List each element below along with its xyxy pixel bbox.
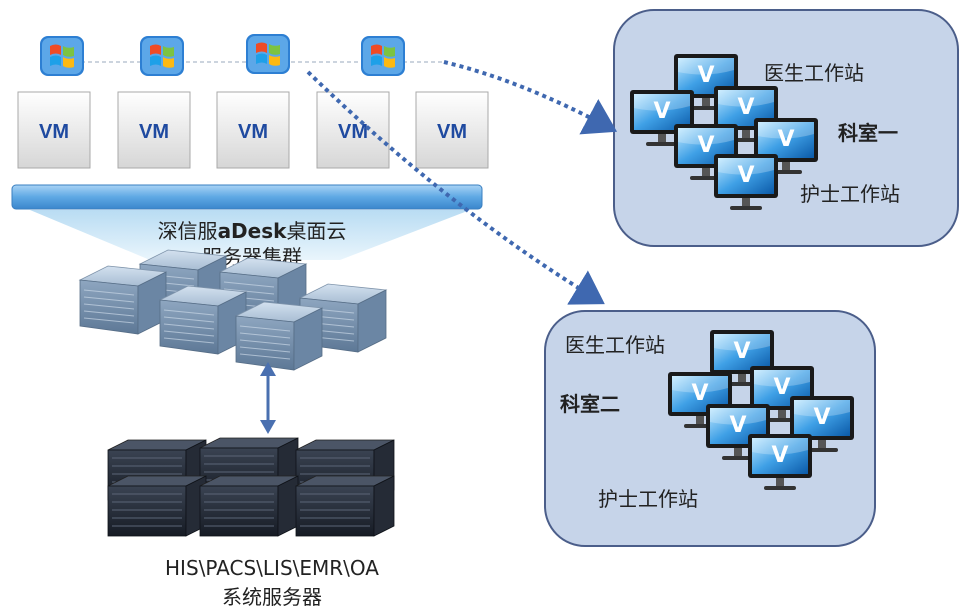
vm-box: VM bbox=[216, 91, 290, 169]
svg-text:V: V bbox=[813, 405, 830, 430]
svg-text:V: V bbox=[697, 63, 714, 88]
windows-logo-icon bbox=[40, 36, 84, 76]
svg-text:V: V bbox=[771, 443, 788, 468]
resource-bar bbox=[11, 184, 483, 210]
link-arrow-dept1 bbox=[443, 60, 618, 135]
svg-text:V: V bbox=[777, 127, 794, 152]
backend-systems-label: HIS\PACS\LIS\EMR\OA bbox=[165, 556, 379, 580]
dept1-monitor-glyphs: V V V V V V bbox=[653, 63, 794, 188]
dept1-doctor-label: 医生工作站 bbox=[764, 61, 864, 85]
backend-servers-label: 系统服务器 bbox=[222, 585, 322, 609]
vm-box: VM bbox=[117, 91, 191, 169]
vm-box: VM bbox=[17, 91, 91, 169]
svg-text:VM: VM bbox=[139, 121, 169, 143]
svg-text:V: V bbox=[653, 99, 670, 124]
svg-text:V: V bbox=[691, 381, 708, 406]
svg-text:VM: VM bbox=[238, 121, 268, 143]
server-cluster bbox=[79, 249, 387, 371]
dept1-nurse-label: 护士工作站 bbox=[800, 182, 900, 206]
link-arrow-dept2 bbox=[306, 70, 605, 305]
windows-logo-icon bbox=[140, 36, 184, 76]
svg-text:VM: VM bbox=[437, 121, 467, 143]
svg-text:VM: VM bbox=[338, 121, 368, 143]
dept2-doctor-label: 医生工作站 bbox=[565, 333, 665, 357]
dept1-name: 科室一 bbox=[838, 121, 898, 145]
backend-servers bbox=[107, 437, 395, 537]
svg-text:V: V bbox=[729, 413, 746, 438]
svg-text:V: V bbox=[737, 95, 754, 120]
cluster-backend-arrow bbox=[260, 362, 276, 434]
vm-box: VM bbox=[415, 91, 489, 169]
windows-logo-icon bbox=[361, 36, 405, 76]
vm-box: VM bbox=[316, 91, 390, 169]
dept2-monitor-glyphs: V V V V V V bbox=[691, 339, 830, 468]
cluster-title-line1: 深信服aDesk桌面云 bbox=[158, 219, 347, 243]
dept2-name: 科室二 bbox=[560, 392, 620, 416]
svg-text:V: V bbox=[697, 133, 714, 158]
svg-text:V: V bbox=[733, 339, 750, 364]
svg-text:V: V bbox=[773, 375, 790, 400]
cluster-funnel bbox=[30, 210, 470, 260]
svg-text:VM: VM bbox=[39, 121, 69, 143]
svg-text:V: V bbox=[737, 163, 754, 188]
windows-logo-icon bbox=[246, 34, 290, 74]
dept2-nurse-label: 护士工作站 bbox=[598, 487, 698, 511]
